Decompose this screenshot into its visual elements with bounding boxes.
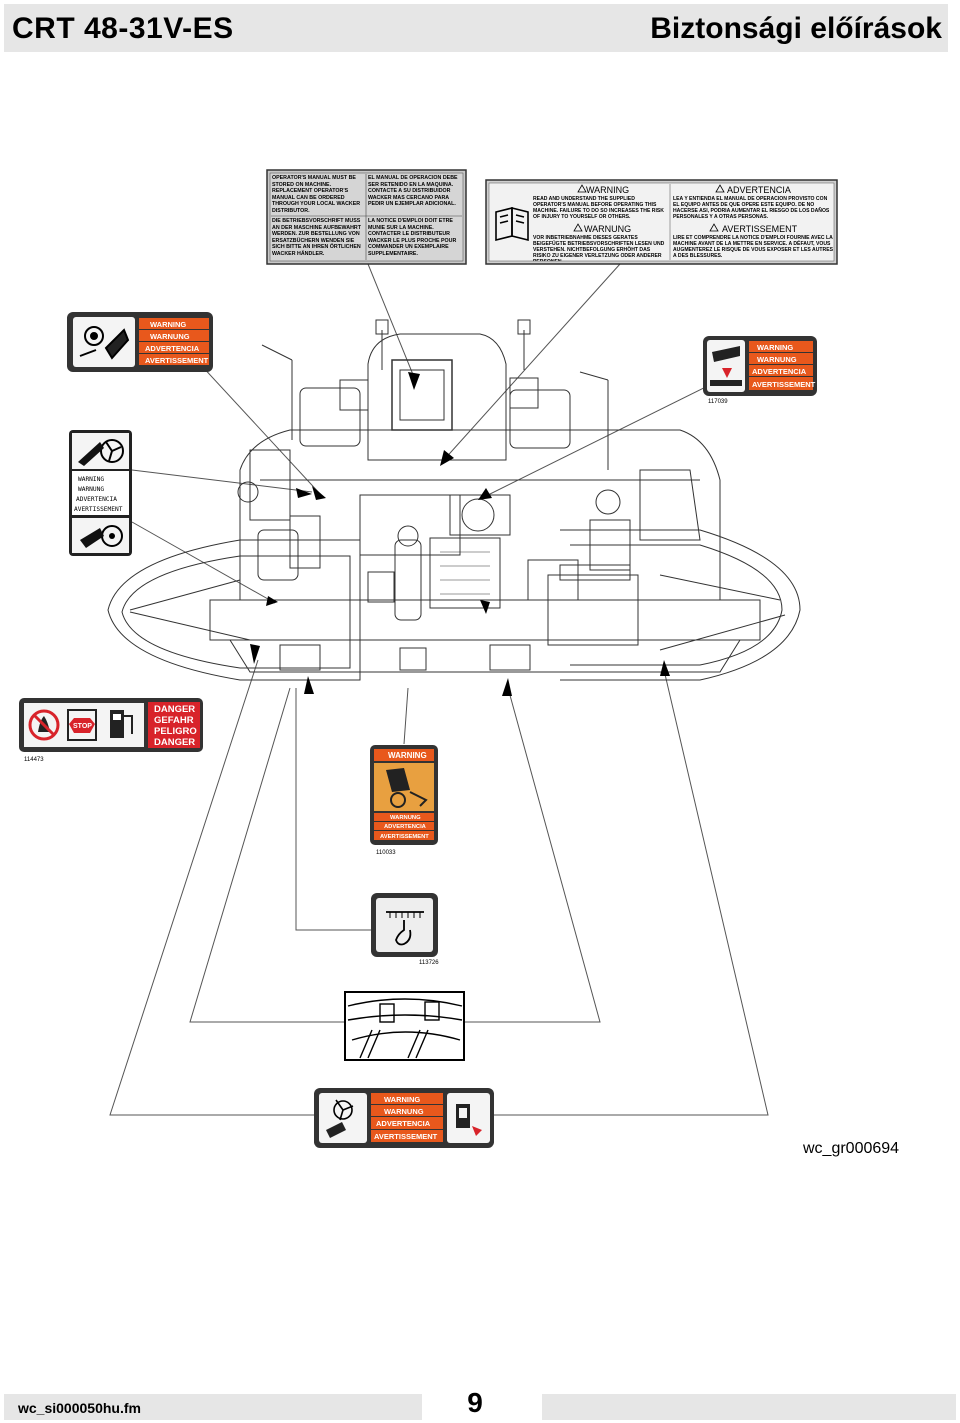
crush-line-2: WARNUNG — [757, 355, 797, 364]
hand-rotor-icon — [386, 768, 428, 808]
rotor-line-2: ADVERTENCIA — [384, 824, 427, 830]
bottom-line-2: WARNUNG — [384, 1107, 424, 1116]
manual-storage-de: DIE BETRIEBSVORSCHRIFT MUSS AN DER MASCH… — [272, 218, 361, 257]
rotor-warning-label: WARNING WARNUNG ADVERTENCIA AVERTISSEMEN… — [370, 745, 438, 856]
danger-line-4: DANGER — [154, 737, 195, 748]
fan-line-3: ADVERTENCIA — [76, 496, 117, 503]
bottom-warning-label: WARNING WARNUNG ADVERTENCIA AVERTISSEMEN… — [314, 1088, 494, 1148]
advertencia-heading: ADVERTENCIA — [727, 185, 791, 195]
rotating-blade-hand-icon — [326, 1099, 354, 1138]
danger-line-1: DANGER — [154, 704, 195, 715]
hand-fan-icon — [78, 439, 124, 466]
fuel-danger-label: STOP DANGER GEFAHR PELIGRO DANGER 114473 — [19, 698, 203, 763]
hand-in-gear-icon — [79, 326, 130, 360]
stop-engine-icon: STOP — [67, 709, 97, 741]
crush-line-3: ADVERTENCIA — [752, 367, 807, 376]
model-title: CRT 48-31V-ES — [12, 12, 234, 45]
figure-id: wc_gr000694 — [803, 1140, 900, 1157]
section-title: Biztonsági előírások — [650, 12, 942, 45]
bottom-line-1: WARNING — [384, 1095, 420, 1104]
manual-storage-en: OPERATOR'S MANUAL MUST BE STORED ON MACH… — [272, 175, 361, 214]
warning-heading: WARNING — [586, 185, 629, 195]
warning-line-1: WARNING — [150, 320, 186, 329]
fan-line-2: WARNUNG — [78, 486, 104, 493]
warning-line-2: WARNUNG — [150, 332, 190, 341]
rotor-part-number: 110033 — [376, 850, 396, 856]
bottom-line-4: AVERTISSEMENT — [374, 1132, 438, 1141]
stop-text: STOP — [73, 723, 92, 730]
belt-hand-icon — [80, 525, 123, 548]
lift-point-label: 113726 — [371, 893, 439, 966]
read-manual-label: WARNING ADVERTENCIA WARNUNG AVERTISSEMEN… — [485, 179, 838, 265]
crush-part-number: 117039 — [708, 399, 728, 405]
warning-line-4: AVERTISSEMENT — [145, 356, 209, 365]
manual-storage-fr: LA NOTICE D'EMPLOI DOIT ETRE MUNIE SUR L… — [368, 218, 457, 257]
rotor-line-1: WARNUNG — [390, 815, 421, 821]
fuel-part-number: 114473 — [24, 757, 44, 763]
danger-line-3: PELIGRO — [154, 726, 197, 737]
footer-right-bar — [542, 1394, 956, 1420]
bottom-line-3: ADVERTENCIA — [376, 1119, 431, 1128]
footer-file-bar: wc_si000050hu.fm — [4, 1394, 422, 1420]
read-manual-fr: LIRE ET COMPRENDRE LA NOTICE D'EMPLOI FO… — [673, 235, 833, 260]
page-number: 9 — [467, 1387, 483, 1418]
fan-line-1: WARNING — [78, 476, 104, 483]
rotor-line-3: AVERTISSEMENT — [380, 834, 429, 840]
avertissement-heading: AVERTISSEMENT — [722, 224, 798, 234]
book-icon — [495, 206, 529, 242]
no-fire-icon — [28, 709, 60, 741]
read-manual-de: VOR INBETRIEBNAHME DIESES GERÄTES BEIGEF… — [533, 235, 665, 261]
fan-line-4: AVERTISSEMENT — [74, 506, 123, 513]
throttle-lever-icon — [456, 1104, 482, 1136]
lifting-hook-icon — [386, 911, 424, 946]
crush-line-1: WARNING — [757, 343, 793, 352]
manual-storage-es: EL MANUAL DE OPERACION DEBE SER RETENIDO… — [368, 175, 458, 208]
blade-clamp-icon — [347, 998, 463, 1059]
read-manual-es: LEA Y ENTIENDA EL MANUAL DE OPERACIÓN PR… — [673, 196, 830, 221]
crushing-hand-icon — [710, 346, 742, 386]
lift-part-number: 113726 — [419, 960, 439, 966]
rotor-warning-top: WARNING — [388, 751, 427, 760]
power-trowel-drawing — [107, 319, 801, 681]
warning-line-3: ADVERTENCIA — [145, 344, 200, 353]
read-manual-en: READ AND UNDERSTAND THE SUPPLIED OPERATO… — [533, 196, 664, 221]
leader-lines — [109, 263, 769, 1116]
footer-filename: wc_si000050hu.fm — [18, 1400, 141, 1416]
crush-line-4: AVERTISSEMENT — [752, 380, 816, 389]
page-header: CRT 48-31V-ES Biztonsági előírások — [4, 4, 948, 52]
manual-storage-label: OPERATOR'S MANUAL MUST BE STORED ON MACH… — [266, 169, 467, 265]
fuel-pump-icon — [110, 710, 133, 738]
callout-arrowheads — [250, 372, 670, 696]
crush-hazard-warning-label: WARNING WARNUNG ADVERTENCIA AVERTISSEMEN… — [703, 336, 817, 405]
danger-line-2: GEFAHR — [154, 715, 194, 726]
fan-belt-warning-label: WARNING WARNUNG ADVERTENCIA AVERTISSEMEN… — [69, 430, 132, 556]
blade-detail-label — [344, 991, 465, 1061]
warnung-heading: WARNUNG — [584, 224, 631, 234]
rotating-parts-warning-label: WARNING WARNUNG ADVERTENCIA AVERTISSEMEN… — [67, 312, 213, 372]
